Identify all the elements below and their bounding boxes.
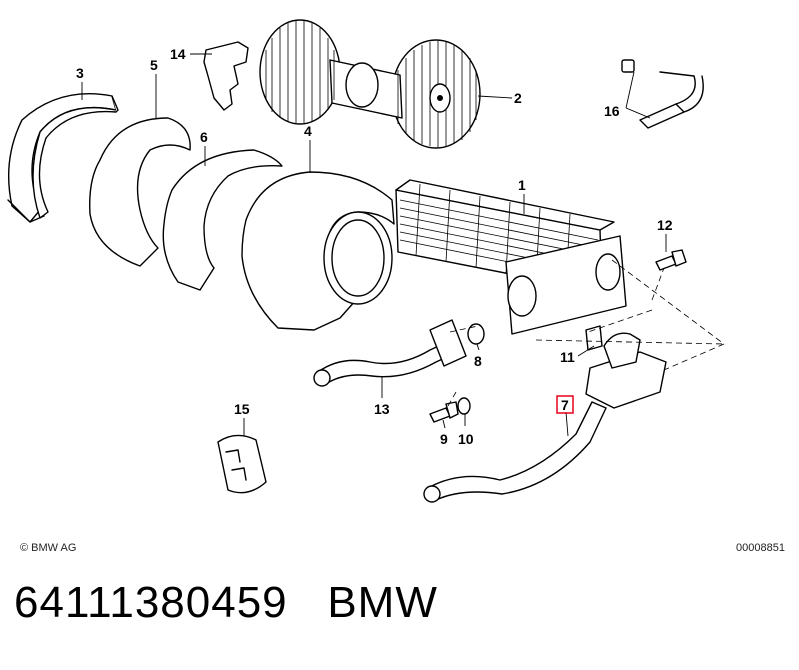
callout-16: 16 [604,103,620,119]
exploded-parts-diagram: 3 5 14 2 16 6 4 1 12 8 11 13 15 9 10 7 [7,19,725,503]
gasket-8-drawing [467,323,485,345]
callout-9: 9 [440,431,448,447]
assembly-lines [447,259,725,407]
bolt-12-drawing [655,249,687,271]
scroll-housing-5-drawing [89,117,191,267]
copyright-notice: © BMW AG [20,542,77,554]
callout-7-highlight-box [556,395,574,414]
grommet-15-drawing [217,434,267,494]
callout-14: 14 [170,46,186,62]
leader-lines [81,53,667,437]
blower-housing-4-drawing [241,171,395,331]
callout-8: 8 [474,353,482,369]
callout-1: 1 [518,177,526,193]
image-code: 00008851 [736,542,785,554]
heater-core-1-drawing [395,179,627,335]
sensor-16-drawing [621,59,704,129]
callout-15: 15 [234,401,250,417]
blower-motor-drawing [259,19,481,149]
clip-11-drawing [585,325,603,351]
screw-9-drawing [429,401,459,423]
callout-6: 6 [200,129,208,145]
callout-12: 12 [657,217,673,233]
callout-10: 10 [458,431,474,447]
outlet-pipe-7-drawing [423,332,667,503]
bracket-14-drawing [203,41,249,111]
callout-3: 3 [76,65,84,81]
callout-11: 11 [560,349,575,365]
shroud-6-drawing [162,149,283,291]
callout-5: 5 [150,57,158,73]
callout-13: 13 [374,401,390,417]
callout-4: 4 [304,123,312,139]
inlet-pipe-13-drawing [313,319,467,387]
callout-2: 2 [514,90,522,106]
washer-10-drawing [457,397,471,415]
callout-7: 7 [561,397,569,413]
part-number-caption: 64111380459 BMW [14,578,438,627]
